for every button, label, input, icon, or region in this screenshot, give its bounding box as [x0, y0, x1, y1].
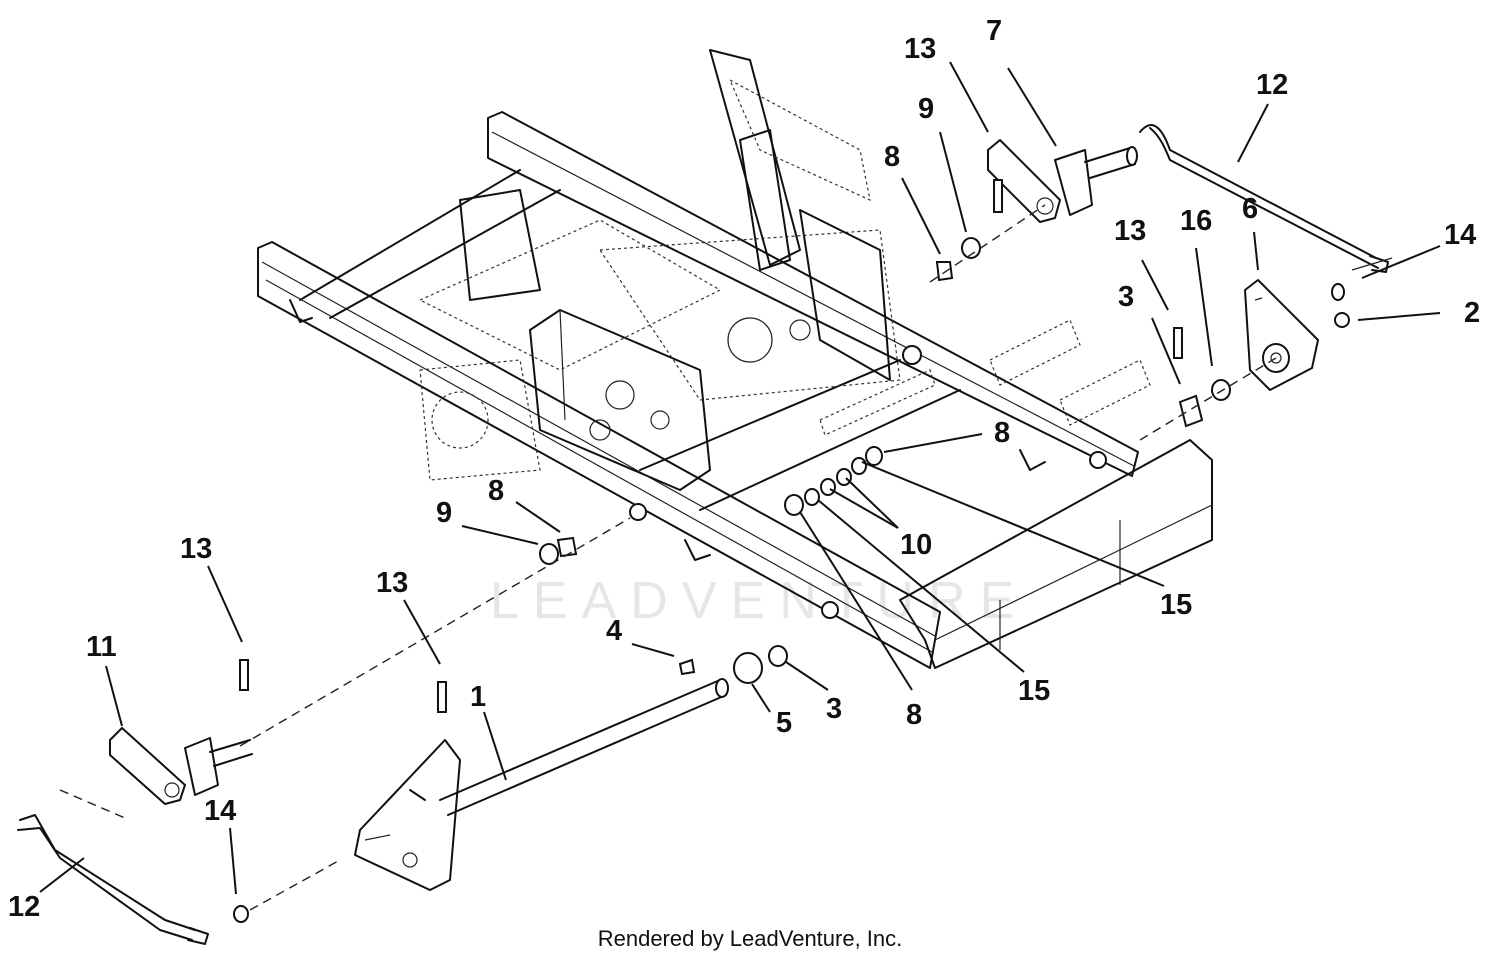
key-4 — [678, 658, 696, 676]
callout-6: 6 — [1242, 193, 1258, 225]
callout-2: 2 — [1464, 297, 1480, 329]
bushing-8-left — [556, 536, 578, 558]
callout-7: 7 — [986, 15, 1002, 47]
callout-14-top: 14 — [1444, 219, 1476, 251]
washer-14-top — [1331, 283, 1345, 301]
roll-pin-13-right — [1173, 327, 1183, 359]
callout-13-top: 13 — [904, 33, 936, 65]
callout-3-right: 3 — [1118, 281, 1134, 313]
callout-8-lower: 8 — [906, 699, 922, 731]
watermark-text: LEADVENTURE — [490, 572, 1028, 630]
callout-10: 10 — [900, 529, 932, 561]
callout-13-center: 13 — [376, 567, 408, 599]
roll-pin-13-top — [993, 179, 1003, 213]
lift-link-12-top — [1139, 124, 1389, 273]
callout-labels: 13 7 12 9 8 13 16 6 14 3 2 8 10 15 8 9 1… — [8, 15, 1480, 923]
washer-9-left — [539, 543, 559, 565]
callout-12-bottom: 12 — [8, 891, 40, 923]
callout-12-top: 12 — [1256, 69, 1288, 101]
callout-14-bottom: 14 — [204, 795, 236, 827]
render-credit: Rendered by LeadVenture, Inc. — [597, 926, 903, 951]
rear-lift-arm-7 — [987, 139, 1138, 223]
bushing-3-lower — [768, 645, 788, 667]
washer-14-bottom — [233, 905, 249, 923]
callout-8-left: 8 — [488, 475, 504, 507]
callout-13-right: 13 — [1114, 215, 1146, 247]
bushing-8-top — [935, 261, 954, 282]
callout-8-mid: 8 — [994, 417, 1010, 449]
roll-pin-13-left — [239, 659, 249, 691]
callout-3-lower: 3 — [826, 693, 842, 725]
lift-shaft-1 — [354, 678, 729, 891]
callout-9-top: 9 — [918, 93, 934, 125]
callout-4: 4 — [606, 615, 622, 647]
clip-2 — [1334, 312, 1350, 328]
lift-arm-6 — [1244, 279, 1319, 391]
bushing-3-right — [1178, 394, 1204, 428]
callout-8-top: 8 — [884, 141, 900, 173]
callout-15-upper: 15 — [1160, 589, 1192, 621]
hairpin-14-top — [1351, 257, 1393, 271]
callout-11: 11 — [86, 631, 117, 663]
callout-13-left: 13 — [180, 533, 212, 565]
callout-5: 5 — [776, 707, 792, 739]
callout-15-lower: 15 — [1018, 675, 1050, 707]
mower-frame — [257, 49, 1213, 669]
leader-lines — [39, 61, 1441, 895]
washer-5 — [733, 652, 763, 684]
bushing-stack-front — [784, 446, 883, 516]
lift-link-12-bottom — [17, 789, 209, 945]
callout-16: 16 — [1180, 205, 1212, 237]
callout-1: 1 — [470, 681, 486, 713]
callout-9-left: 9 — [436, 497, 452, 529]
roll-pin-13-center — [437, 681, 447, 713]
washer-16 — [1211, 379, 1231, 401]
lift-arm-11 — [109, 727, 253, 805]
